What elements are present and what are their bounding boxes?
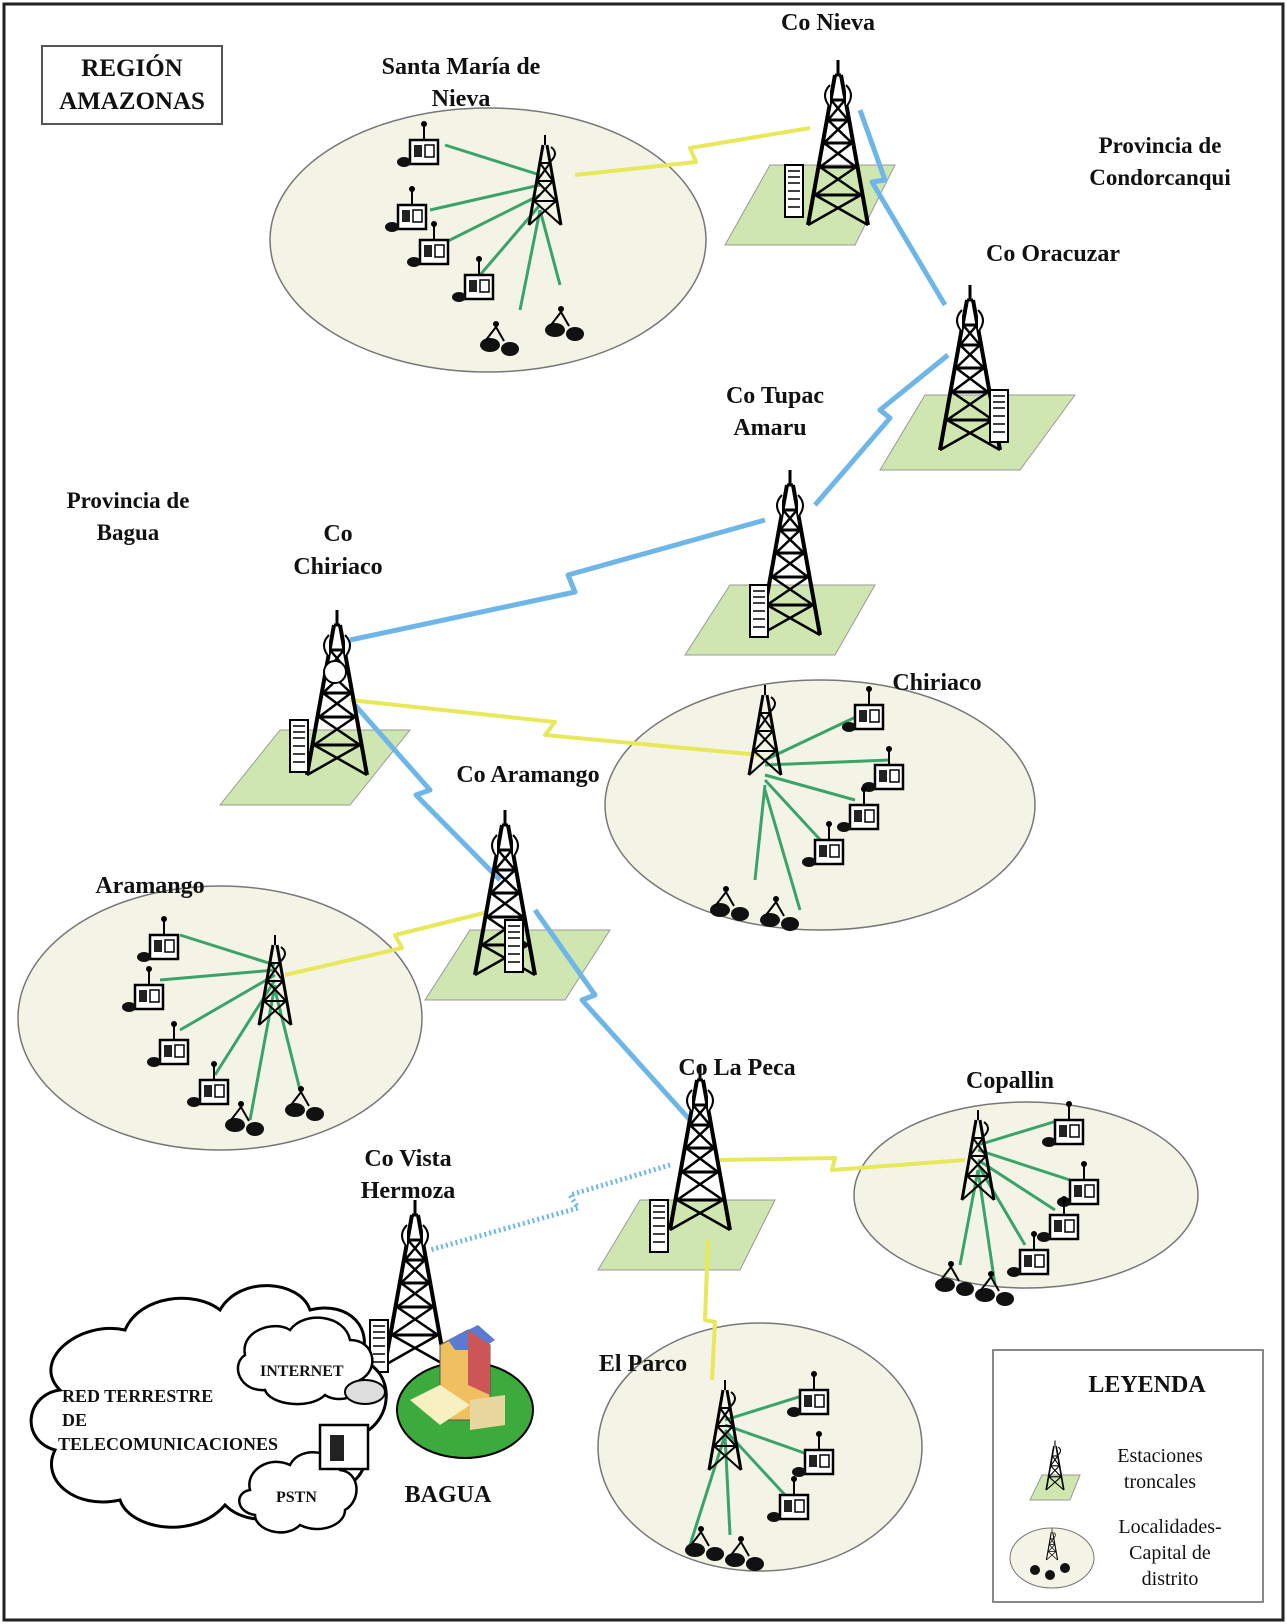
province-bagua-line2: Bagua [97,520,160,545]
label-copallin: Copallin [966,1068,1054,1094]
legend-locality-line1: Localidades- [1118,1516,1221,1538]
label-co-vista-hermoza-line1: Co Vista [364,1146,451,1172]
label-el-parco: El Parco [599,1351,687,1377]
trunk-links [349,109,950,1253]
province-condorcanqui-line1: Provincia de [1099,133,1222,158]
coverage-el-parco [597,1322,923,1572]
bagua-label: BAGUA [405,1482,492,1508]
label-co-chiriaco-line1: Co [323,521,352,547]
locality-client-links [159,143,1071,1546]
legend: LEYENDA Estaciones troncales Localidades… [992,1349,1264,1603]
label-co-chiriaco-line2: Chiriaco [293,554,382,580]
coverage-copallin [853,1101,1199,1289]
terrestrial-network-line3: TELECOMUNICACIONES [58,1434,278,1454]
label-co-aramango: Co Aramango [456,762,599,788]
region-title-line2: AMAZONAS [59,88,205,115]
province-condorcanqui-line2: Condorcanqui [1089,165,1231,190]
coverage-santa-maria [269,107,707,373]
terrestrial-network-line1: RED TERRESTRE [62,1386,213,1406]
label-santa-maria-line1: Santa María de [382,54,541,80]
label-aramango: Aramango [95,873,204,899]
legend-trunk-line1: Estaciones [1117,1445,1203,1467]
legend-locality-line2: Capital de [1129,1542,1211,1564]
label-co-la-peca: Co La Peca [678,1055,795,1081]
tower-co-chiriaco[interactable] [289,608,369,777]
router-icon [344,1379,386,1405]
label-co-tupac-amaru-line1: Co Tupac [726,383,824,409]
label-santa-maria-line2: Nieva [432,86,491,112]
tower-co-vista-hermoza[interactable] [369,1198,447,1373]
label-chiriaco: Chiriaco [892,670,981,696]
bagua-city-icon: BAGUA [396,1325,534,1508]
terrestrial-network-line2: DE [62,1410,87,1430]
internet-label: INTERNET [260,1363,344,1380]
legend-title: LEYENDA [1088,1372,1206,1398]
label-co-vista-hermoza-line2: Hermoza [361,1178,456,1204]
legend-trunk-line2: troncales [1124,1471,1196,1493]
label-co-tupac-amaru-line2: Amaru [733,415,806,441]
label-co-nieva: Co Nieva [781,10,875,36]
pstn-label: PSTN [276,1489,317,1506]
region-title-line1: REGIÓN [81,54,182,82]
access-links [284,126,966,1381]
region-title-box: REGIÓN AMAZONAS [41,45,223,125]
legend-locality-line3: distrito [1142,1568,1199,1590]
coverage-chiriaco [604,679,1036,931]
terrestrial-network-cloud: RED TERRESTRE DE TELECOMUNICACIONES INTE… [29,1284,388,1534]
label-co-oracuzar: Co Oracuzar [986,241,1120,267]
coverage-aramango [17,885,423,1151]
province-bagua-line1: Provincia de [67,488,190,513]
